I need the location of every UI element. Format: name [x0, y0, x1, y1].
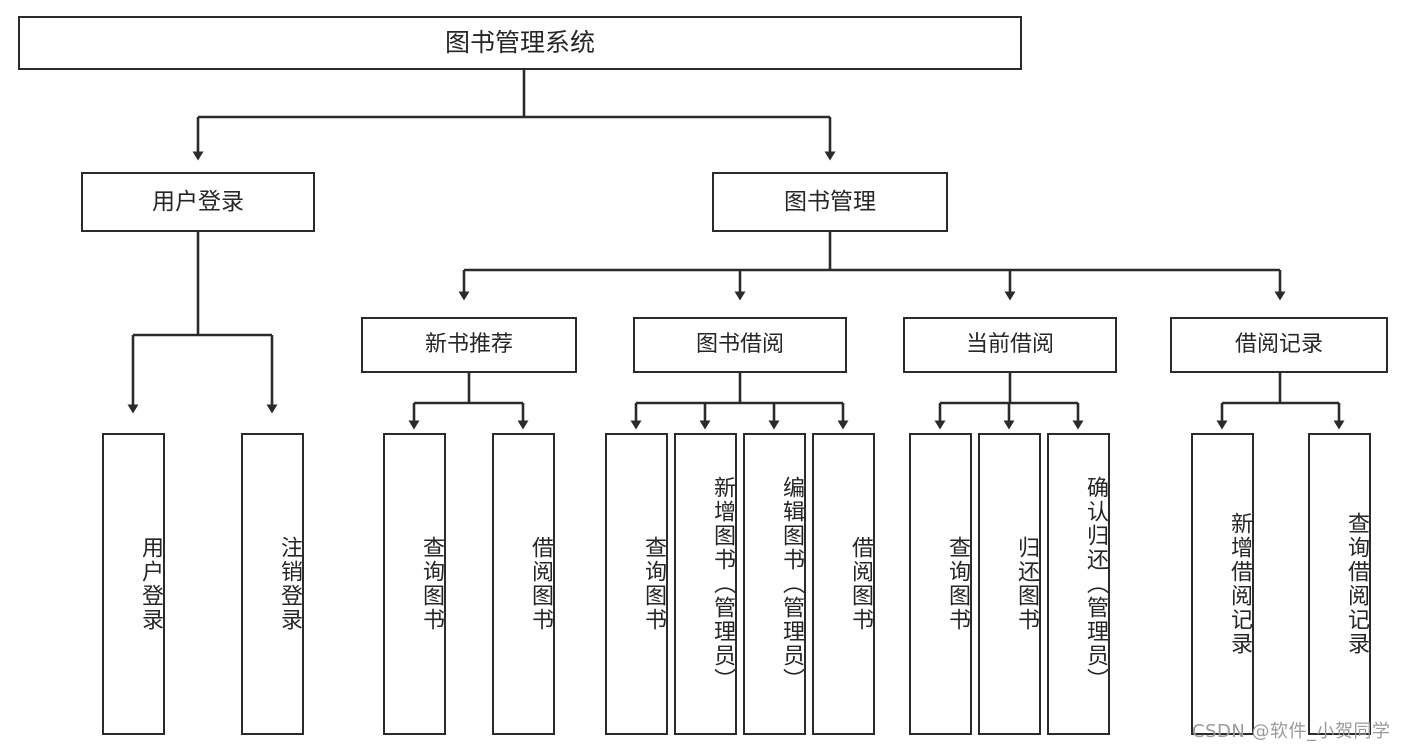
leaf-return-book-label: 归还图书 — [1014, 536, 1039, 632]
node-book-management-label: 图书管理 — [784, 188, 876, 215]
node-user-login[interactable]: 用户登录 — [81, 172, 315, 232]
leaf-add-borrow-record[interactable]: 新增借阅记录 — [1191, 433, 1254, 735]
node-current-borrow-label: 当前借阅 — [965, 332, 1054, 358]
node-borrow-records[interactable]: 借阅记录 — [1170, 317, 1388, 373]
node-new-book-recommend-label: 新书推荐 — [424, 332, 513, 358]
leaf-query-borrow-record-label: 查询借阅记录 — [1344, 512, 1369, 656]
leaf-user-login-label: 用户登录 — [138, 536, 163, 632]
node-borrow-records-label: 借阅记录 — [1234, 332, 1323, 358]
node-root-label: 图书管理系统 — [444, 27, 595, 57]
leaf-add-book-admin-label: 新增图书（管理员） — [710, 476, 735, 692]
leaf-edit-book-admin[interactable]: 编辑图书（管理员） — [743, 433, 806, 735]
leaf-borrow-book-recommend-label: 借阅图书 — [528, 536, 553, 632]
leaf-query-book-recommend[interactable]: 查询图书 — [383, 433, 446, 735]
leaf-return-book[interactable]: 归还图书 — [978, 433, 1041, 735]
node-current-borrow[interactable]: 当前借阅 — [903, 317, 1117, 373]
node-book-borrow-label: 图书借阅 — [695, 332, 784, 358]
leaf-add-borrow-record-label: 新增借阅记录 — [1227, 512, 1252, 656]
leaf-query-borrow-record[interactable]: 查询借阅记录 — [1308, 433, 1371, 735]
leaf-borrow-book-label: 借阅图书 — [848, 536, 873, 632]
leaf-query-book-current[interactable]: 查询图书 — [909, 433, 972, 735]
leaf-query-book-current-label: 查询图书 — [945, 536, 970, 632]
leaf-confirm-return-admin-label: 确认归还（管理员） — [1083, 476, 1108, 692]
leaf-confirm-return-admin[interactable]: 确认归还（管理员） — [1047, 433, 1110, 735]
leaf-query-book-borrow-label: 查询图书 — [641, 536, 666, 632]
node-user-login-label: 用户登录 — [152, 188, 244, 215]
leaf-logout[interactable]: 注销登录 — [241, 433, 304, 735]
leaf-edit-book-admin-label: 编辑图书（管理员） — [779, 476, 804, 692]
leaf-user-login[interactable]: 用户登录 — [102, 433, 165, 735]
csdn-watermark: CSDN @软件_小贺同学 — [1192, 721, 1391, 742]
leaf-query-book-borrow[interactable]: 查询图书 — [605, 433, 668, 735]
node-root[interactable]: 图书管理系统 — [18, 16, 1022, 70]
leaf-logout-label: 注销登录 — [277, 536, 302, 632]
leaf-borrow-book-recommend[interactable]: 借阅图书 — [492, 433, 555, 735]
node-book-management[interactable]: 图书管理 — [712, 172, 948, 232]
leaf-add-book-admin[interactable]: 新增图书（管理员） — [674, 433, 737, 735]
node-book-borrow[interactable]: 图书借阅 — [633, 317, 847, 373]
leaf-borrow-book[interactable]: 借阅图书 — [812, 433, 875, 735]
node-new-book-recommend[interactable]: 新书推荐 — [361, 317, 577, 373]
leaf-query-book-recommend-label: 查询图书 — [419, 536, 444, 632]
